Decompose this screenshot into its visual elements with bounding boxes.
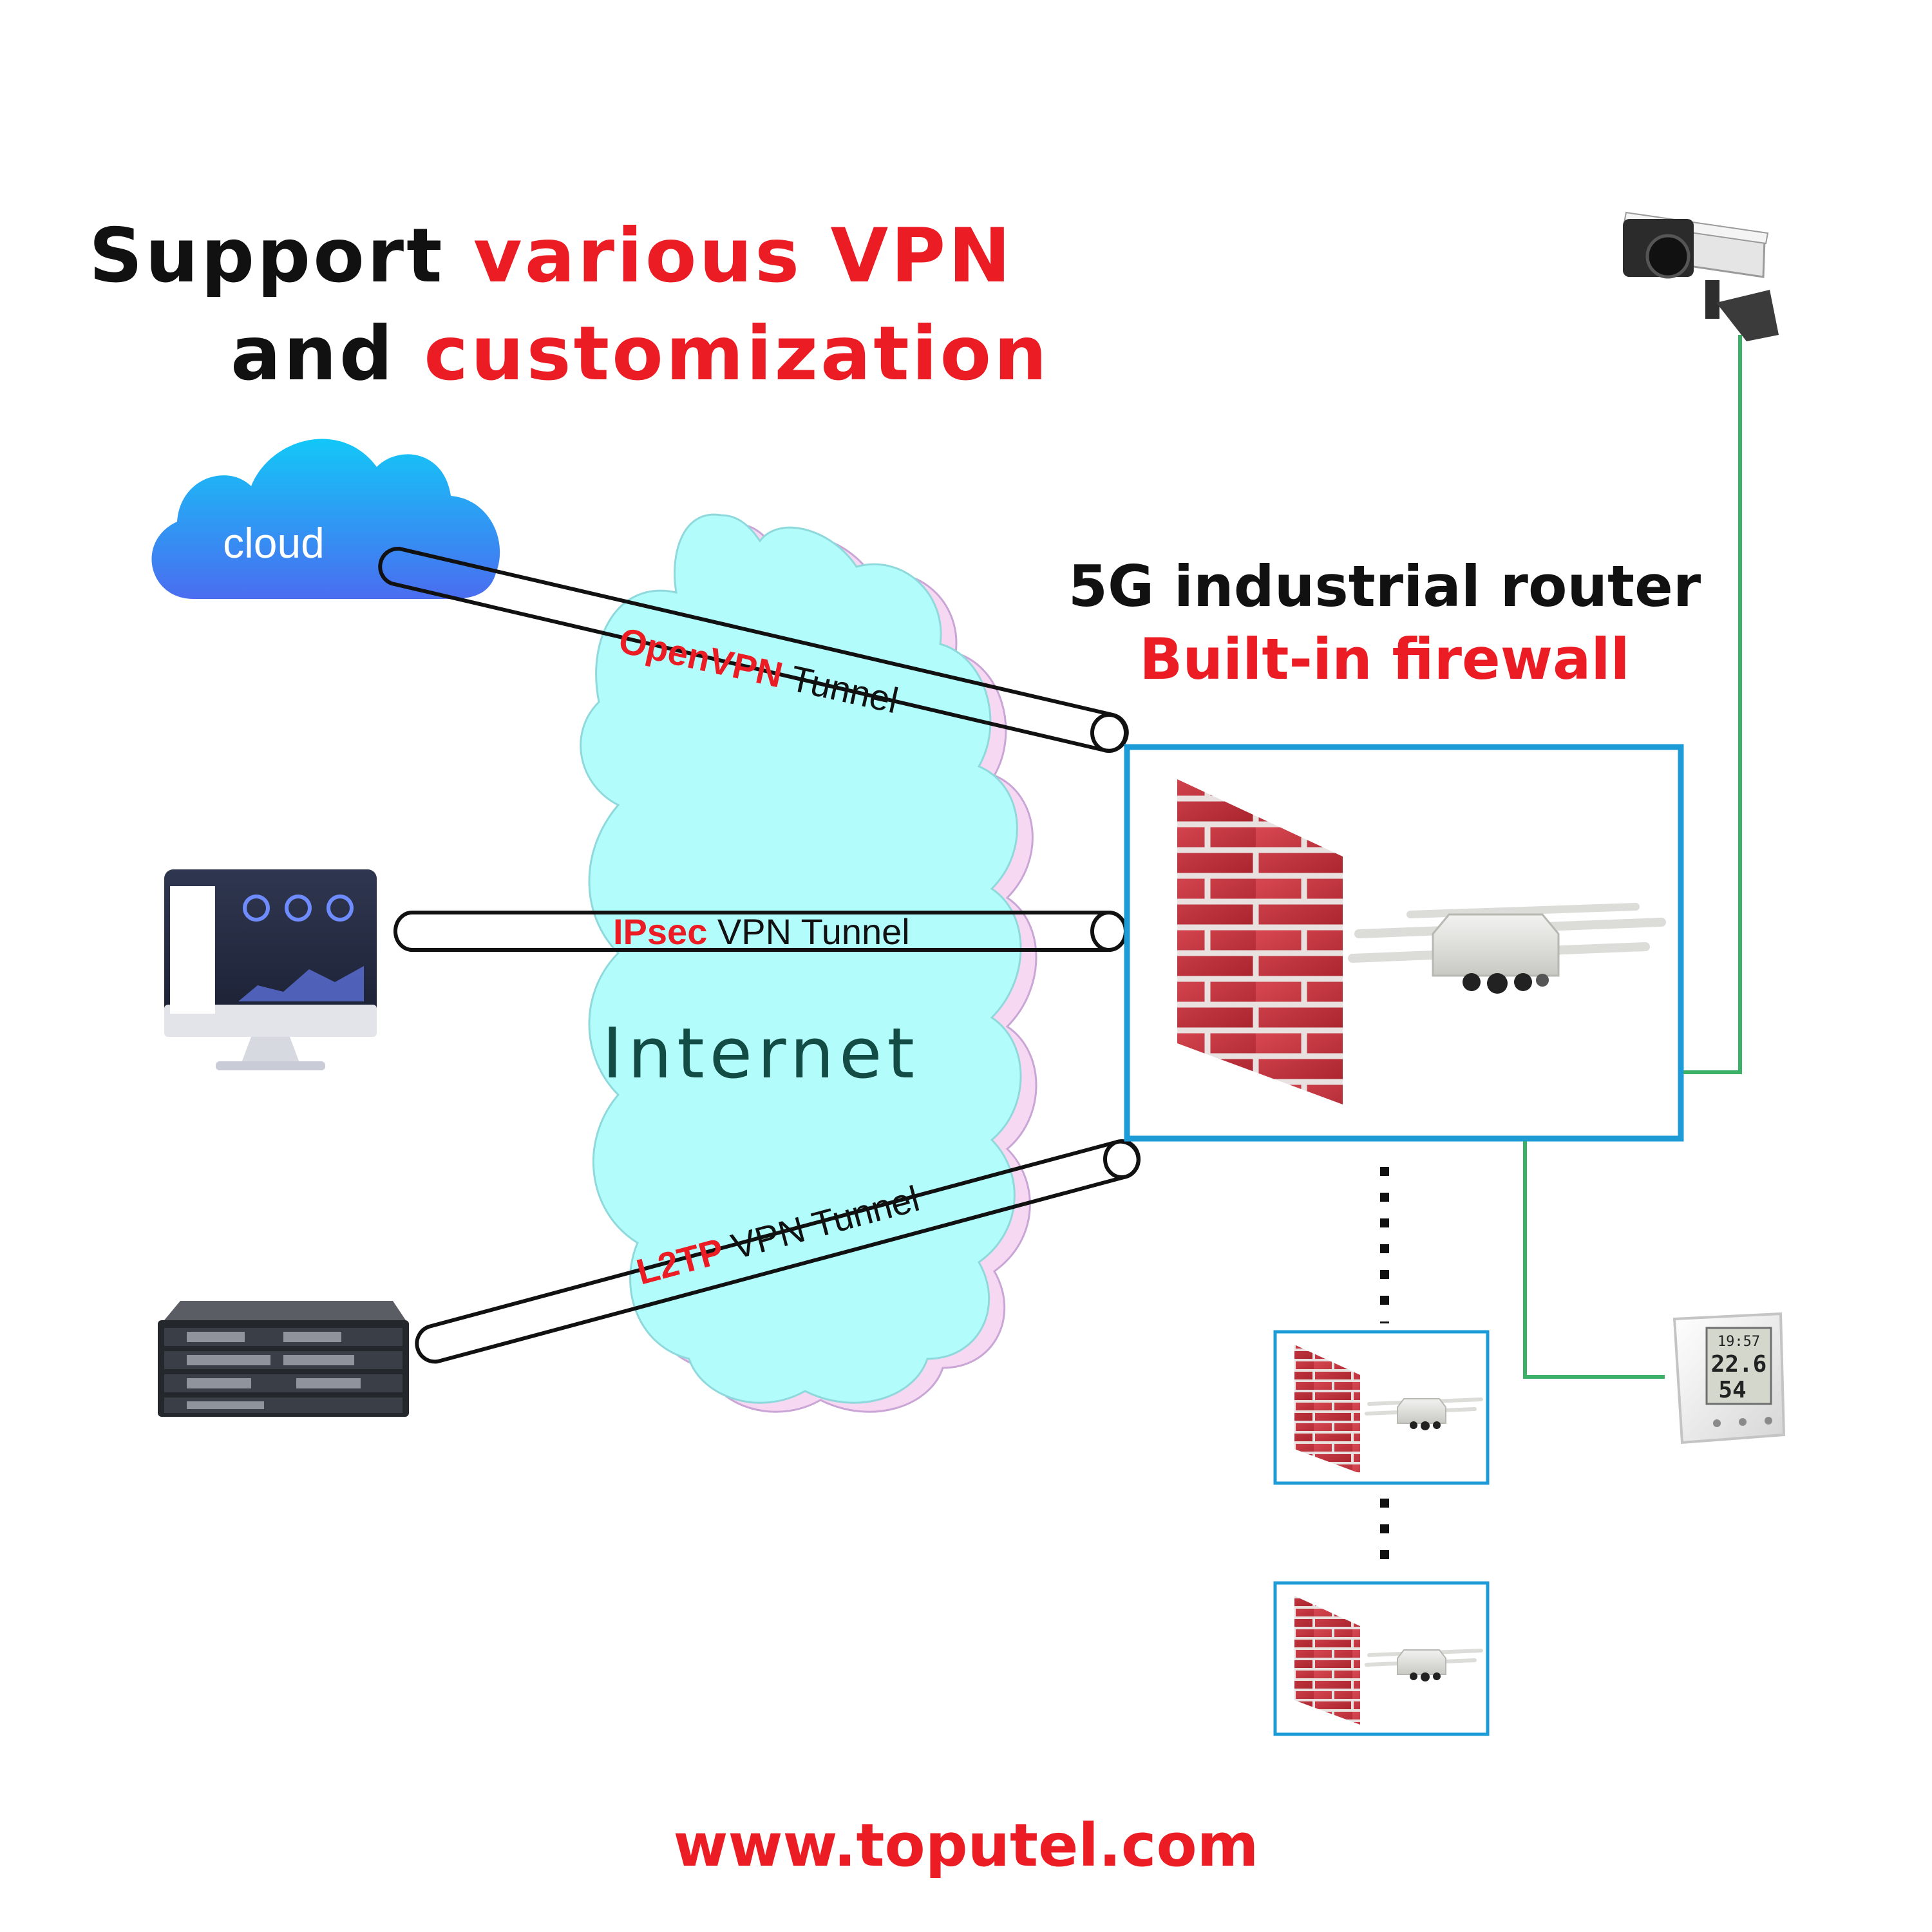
thermometer-link <box>1523 1141 1665 1379</box>
ipsec-protocol: IPsec <box>613 911 707 952</box>
openvpn-tunnel <box>378 546 1129 753</box>
router-subtitle: Built-in firewall <box>1139 626 1630 692</box>
firewall-icon <box>1177 779 1343 1104</box>
router-device-icon <box>1348 903 1666 994</box>
headline-and: and <box>231 310 395 397</box>
cloud-icon <box>151 439 500 599</box>
thermometer-reading-2: 22.6 <box>1711 1351 1767 1378</box>
internet-cloud <box>580 513 1037 1413</box>
cloud-label: cloud <box>223 519 325 567</box>
monitor-icon <box>164 869 377 1070</box>
website-link[interactable]: www.toputel.com <box>673 1811 1259 1880</box>
camera-link <box>1683 335 1742 1074</box>
ipsec-suffix: VPN Tunnel <box>717 911 910 952</box>
small-router-2 <box>1273 1581 1490 1736</box>
thermometer-icon: 19:57 22.6 54 <box>1672 1312 1786 1444</box>
headline-support: Support <box>89 213 445 299</box>
thermometer-reading-1: 19:57 <box>1718 1334 1760 1350</box>
headline-various-vpn: various VPN <box>473 213 1014 299</box>
internet-label: Internet <box>602 1014 920 1094</box>
headline-customization: customization <box>424 310 1050 397</box>
thermometer-reading-3: 54 <box>1718 1377 1746 1403</box>
server-icon <box>158 1301 409 1417</box>
ipsec-tunnel-label: IPsec VPN Tunnel <box>613 911 910 952</box>
camera-icon <box>1623 211 1779 341</box>
headline-line-2: and customization <box>231 317 1050 392</box>
small-router-1 <box>1273 1330 1490 1485</box>
headline-line-1: Support various VPN <box>89 219 1013 294</box>
router-title: 5G industrial router <box>1068 553 1701 620</box>
l2tp-tunnel <box>415 1139 1141 1364</box>
